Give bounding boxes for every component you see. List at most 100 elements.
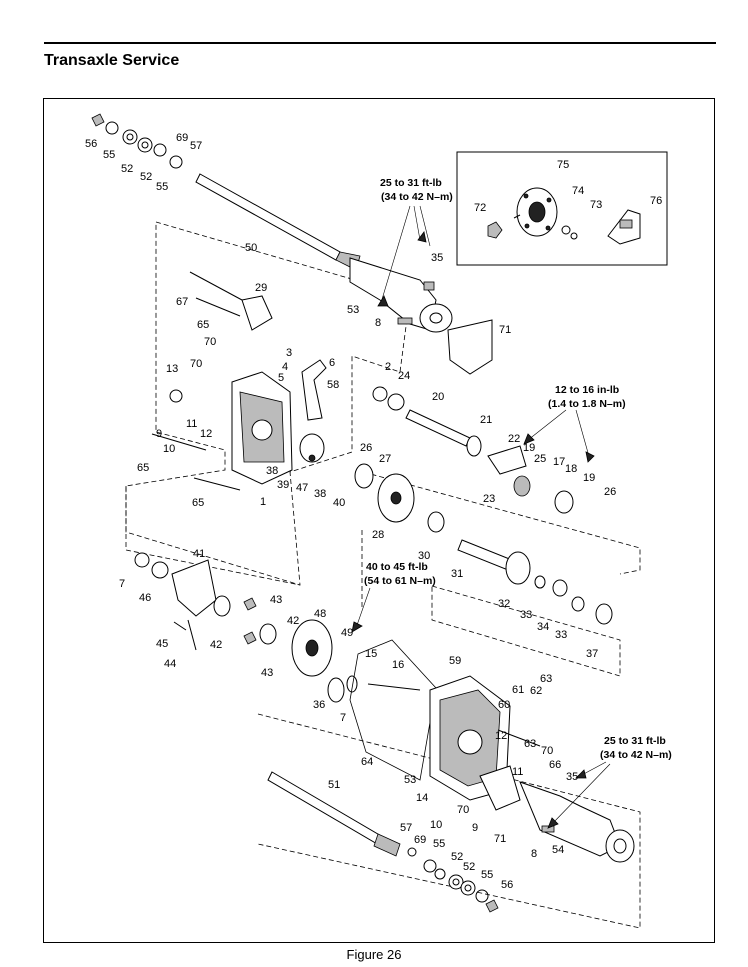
callout: 45 [156,638,168,650]
callout: 52 [121,163,133,175]
callout: 8 [531,848,537,860]
callout: 74 [572,185,584,197]
callout: 27 [379,453,391,465]
callout: 12 [200,428,212,440]
callout: 52 [463,861,475,873]
callout: 61 [512,684,524,696]
callout: 71 [494,833,506,845]
callout: 69 [414,834,426,846]
callout: 32 [498,598,510,610]
callout: 11 [512,766,523,778]
torque-spec-top-line1: 25 to 31 ft-lb [380,177,442,189]
callout: 57 [400,822,412,834]
dashed-group-outlines [125,221,641,929]
torque-spec-inlb-line2: (1.4 to 1.8 N–m) [548,398,626,410]
callout: 39 [277,479,289,491]
hub-inset [456,151,668,266]
callout: 7 [119,578,125,590]
callout: 70 [541,745,553,757]
callout: 34 [537,621,549,633]
callout: 14 [416,792,428,804]
callout: 70 [190,358,202,370]
callout: 52 [140,171,152,183]
callout: 42 [210,639,222,651]
left-housing [151,271,327,491]
callout: 6 [329,357,335,369]
callout: 69 [176,132,188,144]
center-shaft-gears [354,386,613,625]
callout: 35 [566,771,578,783]
callout: 49 [341,627,353,639]
callout: 10 [430,819,442,831]
callout: 76 [650,195,662,207]
callout: 24 [398,370,410,382]
callout: 70 [204,336,216,348]
callout: 72 [474,202,486,214]
torque-specs: 25 to 31 ft-lb (34 to 42 N–m) 12 to 16 i… [364,177,672,761]
callout: 12 [495,730,507,742]
callout: 23 [483,493,495,505]
lower-axle-assembly [267,771,499,913]
callout: 1 [260,496,266,508]
callout: 26 [604,486,616,498]
torque-spec-bottom-line1: 25 to 31 ft-lb [604,735,666,747]
callout: 48 [314,608,326,620]
callout: 26 [360,442,372,454]
right-housing [349,639,635,863]
callout: 8 [375,317,381,329]
callout: 33 [555,629,567,641]
callout: 63 [540,673,552,685]
callout: 58 [327,379,339,391]
callout: 7 [340,712,346,724]
callout: 54 [552,844,564,856]
callout: 2 [385,361,391,373]
callout: 20 [432,391,444,403]
callout: 4 [282,361,288,373]
callout: 66 [549,759,561,771]
callout: 55 [156,181,168,193]
callout: 51 [328,779,340,791]
callout: 57 [190,140,202,152]
callout: 47 [296,482,308,494]
callout: 70 [457,804,469,816]
callout: 10 [163,443,175,455]
callout: 38 [266,465,278,477]
callout: 5 [278,372,284,384]
callout: 65 [192,497,204,509]
torque-spec-mid-line1: 40 to 45 ft-lb [366,561,428,573]
callout: 67 [176,296,188,308]
figure-caption: Figure 26 [346,947,402,962]
callout: 3 [286,347,292,359]
callout: 36 [313,699,325,711]
torque-spec-top-line2: (34 to 42 N–m) [381,191,453,203]
callout: 59 [449,655,461,667]
callout: 46 [139,592,151,604]
callout: 18 [565,463,577,475]
figure-frame [43,98,715,943]
torque-spec-mid-line2: (54 to 61 N–m) [364,575,436,587]
callout: 56 [85,138,97,150]
callout: 65 [137,462,149,474]
callout: 64 [361,756,373,768]
callout: 37 [586,648,598,660]
callout: 42 [287,615,299,627]
differential-assembly [134,552,358,703]
callout: 16 [392,659,404,671]
callout: 15 [365,648,377,660]
callout: 63 [524,738,536,750]
torque-arrows [351,205,611,829]
callout: 44 [164,658,176,670]
torque-spec-bottom-line2: (34 to 42 N–m) [600,749,672,761]
callout: 52 [451,851,463,863]
callout: 38 [314,488,326,500]
callout: 11 [186,418,197,430]
callout: 40 [333,497,345,509]
upper-axle-assembly [91,113,493,375]
callout: 28 [372,529,384,541]
callout: 53 [347,304,359,316]
part-callouts: 56 55 52 52 55 69 57 50 25 35 53 8 71 75… [85,132,662,891]
callout: 43 [270,594,282,606]
callout: 29 [255,282,267,294]
callout: 60 [498,699,510,711]
